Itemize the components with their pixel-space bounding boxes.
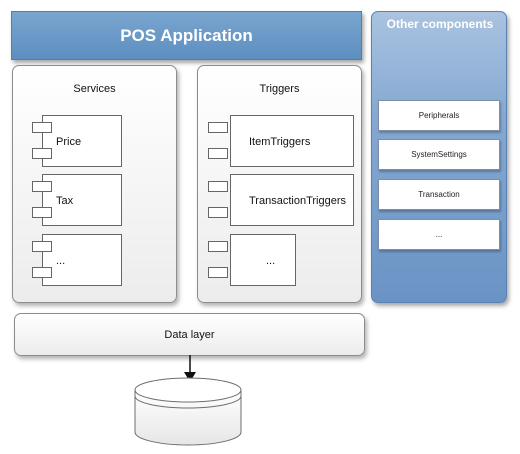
other-components-title: Other components — [386, 17, 494, 31]
price-component: Price — [42, 115, 122, 167]
component-port-icon — [32, 207, 52, 218]
services-ellipsis-component: ... — [42, 234, 122, 286]
other-ellipsis-box: ... — [378, 219, 500, 250]
transaction-triggers-component: TransactionTriggers — [230, 174, 354, 226]
component-port-icon — [32, 241, 52, 252]
component-port-icon — [32, 267, 52, 278]
component-port-icon — [208, 122, 228, 133]
services-title: Services — [73, 83, 116, 95]
database-icon — [134, 377, 242, 446]
tax-component: Tax — [42, 174, 122, 226]
component-port-icon — [208, 241, 228, 252]
item-triggers-component: ItemTriggers — [230, 115, 354, 167]
services-group: Services Price Tax ... — [12, 65, 177, 303]
component-port-icon — [32, 148, 52, 159]
component-port-icon — [208, 267, 228, 278]
peripherals-box: Peripherals — [378, 100, 500, 131]
system-settings-box: SystemSettings — [378, 139, 500, 170]
triggers-title: Triggers — [259, 83, 300, 95]
triggers-ellipsis-label: ... — [266, 255, 276, 267]
component-port-icon — [208, 148, 228, 159]
triggers-group: Triggers ItemTriggers TransactionTrigger… — [197, 65, 362, 303]
tax-component-label: Tax — [56, 195, 74, 207]
triggers-ellipsis-component: ... — [230, 234, 296, 286]
pos-application-title: POS Application — [11, 11, 362, 60]
data-layer-box: Data layer — [14, 313, 365, 356]
services-ellipsis-label: ... — [56, 255, 66, 267]
component-port-icon — [208, 207, 228, 218]
transaction-triggers-label: TransactionTriggers — [249, 195, 346, 207]
price-component-label: Price — [56, 136, 82, 148]
item-triggers-label: ItemTriggers — [249, 136, 311, 148]
down-arrow-icon — [184, 355, 196, 382]
other-components-panel: Other components Peripherals SystemSetti… — [371, 11, 507, 303]
transaction-box: Transaction — [378, 179, 500, 210]
component-port-icon — [32, 181, 52, 192]
component-port-icon — [208, 181, 228, 192]
component-port-icon — [32, 122, 52, 133]
